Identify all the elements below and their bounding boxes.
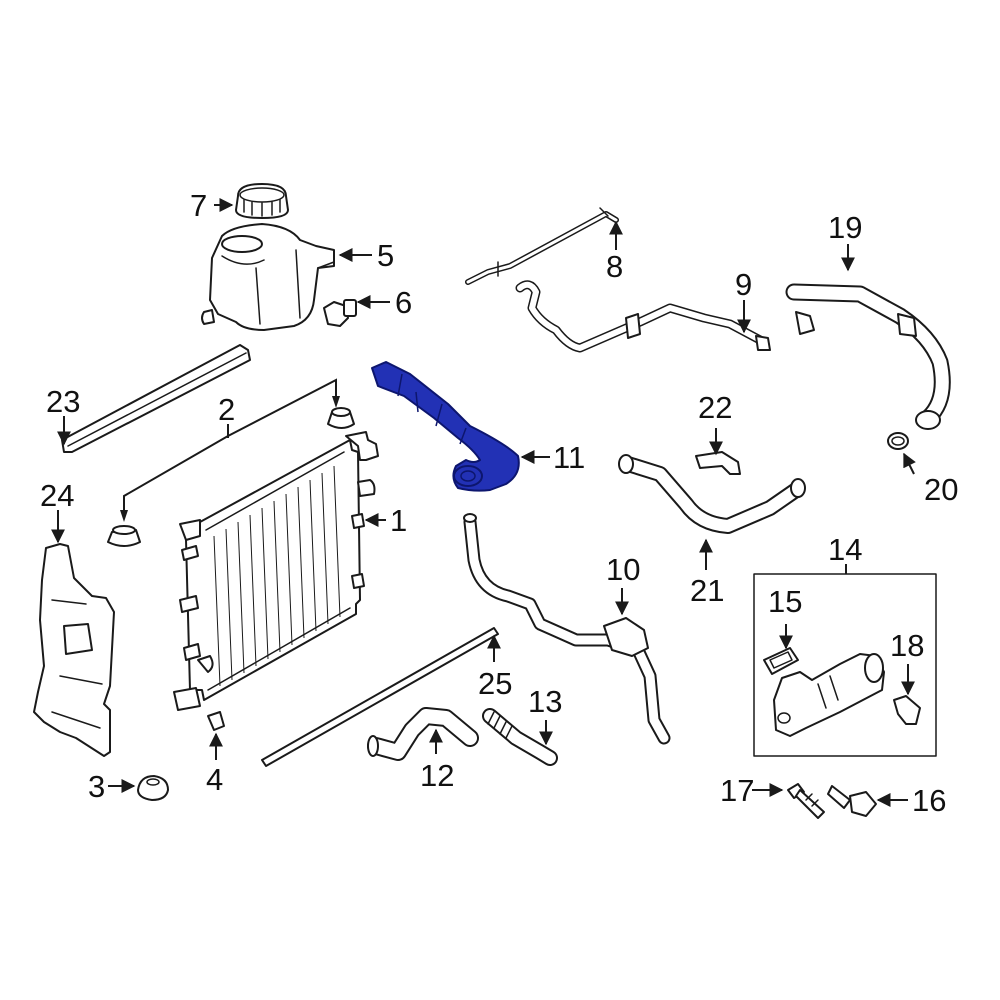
callout-11: 11: [553, 440, 585, 475]
bypass-hose-part-9[interactable]: [515, 280, 771, 353]
radiator-part[interactable]: [173, 431, 379, 711]
callout-8: 8: [606, 249, 623, 284]
drain-plug-part[interactable]: [207, 711, 225, 731]
hose-part-13[interactable]: [482, 708, 558, 766]
callout-18: 18: [890, 628, 924, 663]
callout-16: 16: [912, 783, 946, 818]
callout-6: 6: [395, 285, 412, 320]
air-deflector-seal-part[interactable]: [61, 344, 251, 453]
bolt-part-16[interactable]: [827, 785, 877, 817]
radiator-isolator-part[interactable]: [107, 407, 355, 547]
callout-15: 15: [768, 584, 802, 619]
coolant-reservoir-part[interactable]: [201, 223, 335, 331]
callout-10: 10: [606, 552, 640, 587]
callout-24: 24: [40, 478, 74, 513]
hose-part-12[interactable]: [367, 707, 479, 761]
lower-hose-part-21[interactable]: [618, 454, 806, 534]
heater-hose-part-19[interactable]: [785, 283, 951, 430]
callout-21: 21: [690, 573, 724, 608]
sensor-part[interactable]: [893, 695, 921, 725]
gasket-part[interactable]: [763, 647, 799, 675]
callout-22: 22: [698, 390, 732, 425]
upper-radiator-hose-part[interactable]: [371, 361, 520, 492]
o-ring-part[interactable]: [887, 432, 909, 450]
thermostat-housing-part[interactable]: [773, 653, 885, 737]
grommet-part[interactable]: [137, 775, 169, 801]
callout-25: 25: [478, 666, 512, 701]
bolt-part-6[interactable]: [323, 299, 357, 327]
splash-shield-part[interactable]: [33, 543, 115, 757]
callout-5: 5: [377, 238, 394, 273]
callout-19: 19: [828, 210, 862, 245]
callout-2: 2: [218, 392, 235, 427]
coolant-hose-part-10[interactable]: [463, 513, 671, 745]
callout-7: 7: [190, 188, 207, 223]
callout-23: 23: [46, 384, 80, 419]
stud-part[interactable]: [787, 783, 825, 819]
callout-17: 17: [720, 773, 754, 808]
callout-1: 1: [390, 503, 407, 538]
callout-20: 20: [924, 472, 958, 507]
callout-3: 3: [88, 769, 105, 804]
reservoir-cap-part[interactable]: [235, 183, 289, 219]
leader-lines: [51, 198, 916, 807]
callout-9: 9: [735, 267, 752, 302]
callout-12: 12: [420, 758, 454, 793]
hose-bracket-part[interactable]: [695, 451, 741, 475]
callout-labels: 7 5 6 8 9 19 20 22 11 21 10 14 15 18 17 …: [40, 188, 958, 818]
callout-14: 14: [828, 532, 862, 567]
lower-seal-part[interactable]: [261, 627, 499, 767]
wire-bracket-part[interactable]: [465, 207, 619, 285]
callout-4: 4: [206, 762, 223, 797]
callout-13: 13: [528, 684, 562, 719]
